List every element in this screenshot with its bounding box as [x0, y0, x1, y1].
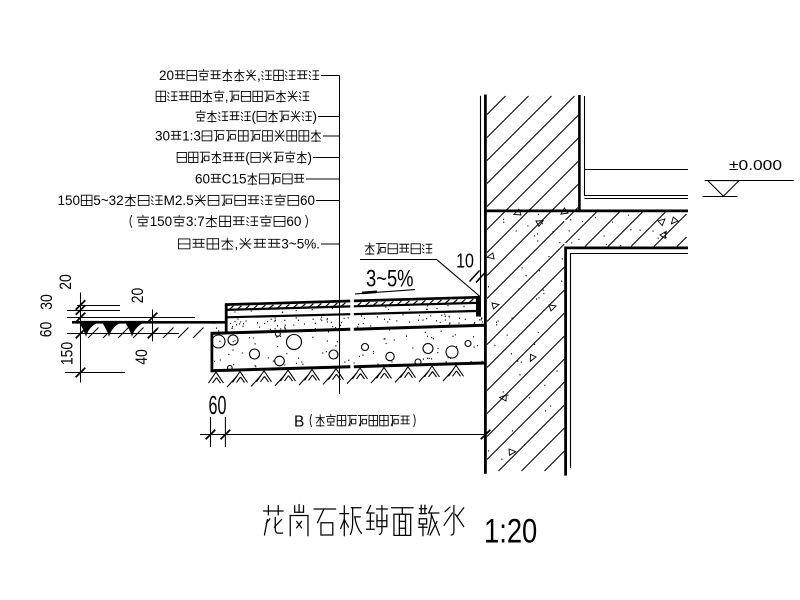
svg-text:60: 60 [286, 214, 301, 229]
svg-text:10: 10 [456, 250, 474, 272]
svg-text:150: 150 [58, 193, 81, 208]
svg-text:,: , [225, 89, 229, 104]
svg-text:3:7: 3:7 [186, 214, 205, 229]
svg-text:(: ( [252, 109, 257, 124]
svg-text:60: 60 [300, 193, 315, 208]
svg-text:,: , [257, 68, 261, 83]
svg-text:60: 60 [209, 390, 227, 420]
svg-text:C15: C15 [222, 171, 247, 186]
svg-text:,: , [235, 236, 239, 251]
svg-text:30: 30 [38, 294, 57, 310]
svg-text:150: 150 [150, 214, 173, 229]
svg-text:): ) [308, 150, 313, 165]
svg-text:60: 60 [37, 321, 56, 337]
svg-text:1:20: 1:20 [484, 513, 537, 551]
svg-text:±0.000: ±0.000 [729, 157, 782, 174]
svg-text:M2.5: M2.5 [164, 193, 194, 208]
svg-text:150: 150 [58, 342, 77, 366]
svg-text:40: 40 [133, 349, 152, 365]
svg-text:20: 20 [57, 274, 76, 290]
svg-text:B: B [294, 414, 304, 431]
svg-text:3~5%: 3~5% [366, 266, 414, 292]
svg-text:): ) [313, 109, 318, 124]
svg-text:3~5%.: 3~5%. [281, 236, 320, 251]
svg-text:5~32: 5~32 [93, 193, 123, 208]
svg-text:30: 30 [155, 128, 170, 143]
svg-text:60: 60 [195, 171, 210, 186]
svg-text:20: 20 [129, 287, 148, 303]
svg-text:(: ( [245, 150, 250, 165]
svg-text:20: 20 [159, 68, 174, 83]
svg-text:1:3: 1:3 [182, 128, 201, 143]
